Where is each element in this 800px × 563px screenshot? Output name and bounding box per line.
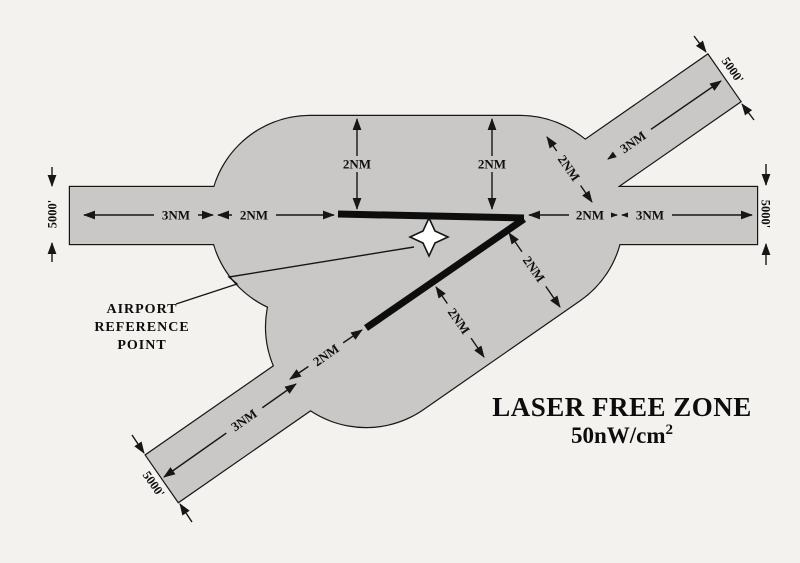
svg-text:2NM: 2NM	[478, 157, 506, 172]
svg-text:2NM: 2NM	[576, 208, 604, 223]
dim-label-east-extension: 2NM	[569, 207, 611, 223]
leader-line	[175, 246, 415, 305]
arp-callout-line1: AIRPORT	[106, 302, 177, 317]
dim-arrow-southwest-width-lower	[179, 503, 193, 523]
dim-label-northeast-corridor: 3NM	[610, 122, 656, 162]
zone-title: LASER FREE ZONE	[492, 392, 752, 422]
zone-limit-value: 50nW/cm2	[571, 422, 673, 448]
svg-text:3NM: 3NM	[636, 208, 664, 223]
dim-label-east-width: 5000'	[759, 200, 773, 228]
svg-text:2NM: 2NM	[240, 208, 268, 223]
dim-label-lateral-north-right: 2NM	[470, 156, 514, 172]
arp-callout-line3: POINT	[117, 338, 166, 353]
svg-text:2NM: 2NM	[343, 157, 371, 172]
dim-label-west-width: 5000'	[46, 200, 60, 228]
runway-horizontal	[337, 210, 525, 222]
zone-limit-exponent: 2	[666, 422, 674, 438]
arp-callout-line2: REFERENCE	[94, 320, 189, 335]
arp-callout: AIRPORT REFERENCE POINT	[94, 302, 189, 353]
runway-diagonal	[364, 216, 526, 331]
dim-label-west-corridor: 3NM	[154, 207, 198, 223]
airport-reference-point-star	[408, 216, 450, 258]
dim-arrow-northeast-width-upper	[693, 35, 707, 53]
dim-label-east-corridor: 3NM	[628, 207, 672, 223]
zone-limit-base: 50nW/cm	[571, 423, 666, 448]
dim-arrow-southwest-width-upper	[131, 434, 145, 454]
svg-text:3NM: 3NM	[162, 208, 190, 223]
dim-arrow-northeast-width-lower	[741, 103, 755, 121]
dim-label-west-extension: 2NM	[232, 207, 276, 223]
dim-label-lateral-north-left: 2NM	[335, 156, 379, 172]
